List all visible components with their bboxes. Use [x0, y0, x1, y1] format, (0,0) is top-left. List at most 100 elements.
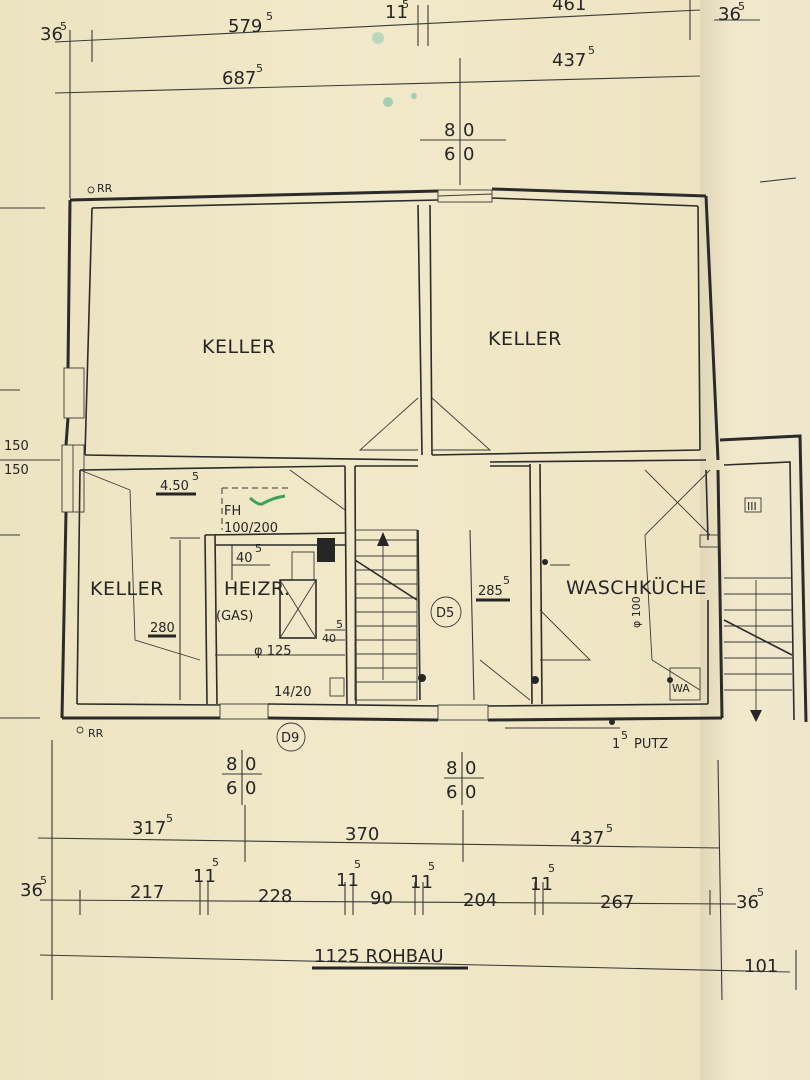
bottom-dim-r2-6: 90: [370, 888, 393, 909]
window-size-marks: [222, 750, 484, 805]
room-keller-2: KELLER: [488, 328, 562, 350]
window-bl-d: 0: [245, 778, 256, 799]
top-dim-7-sup: 5: [588, 44, 595, 57]
bottom-dim-3-sup: 5: [606, 822, 613, 835]
window-top-d: 0: [463, 144, 474, 165]
check-mark: [249, 494, 286, 506]
bottom-dim-r2-2: 217: [130, 882, 164, 903]
putz-label: PUTZ: [634, 737, 668, 752]
top-dim-1: 36: [40, 24, 63, 45]
ink-stain: [383, 97, 393, 107]
dim-450: 4.50: [160, 479, 189, 494]
top-dim-4: 461: [552, 0, 586, 15]
bottom-dim-r2-5: 11: [336, 870, 359, 891]
d5-marker: [430, 596, 462, 628]
room-keller-1: KELLER: [202, 336, 276, 358]
bottom-dimension-lines: [37, 740, 797, 1001]
window-bl-b: 0: [245, 754, 256, 775]
bottom-dim-r2-9-sup: 5: [548, 862, 555, 875]
room-waschkueche: WASCHKÜCHE: [566, 576, 707, 599]
bottom-dim-r2-4: 228: [258, 886, 292, 907]
door-swings: [79, 397, 592, 701]
flue-label: 14/20: [274, 685, 311, 700]
ink-stain: [411, 93, 417, 99]
room-keller-3: KELLER: [90, 578, 164, 600]
room-heizraum-sub: (GAS): [216, 609, 253, 624]
top-dim-5: 36: [718, 4, 741, 25]
top-dim-2-sup: 5: [266, 10, 273, 23]
window-bl-a: 8: [226, 754, 237, 775]
fh-label: FH: [224, 504, 241, 519]
rr-bottom-label: RR: [88, 727, 104, 740]
rr-marker-bottom: [76, 726, 84, 734]
rr-marker-top: [87, 186, 95, 194]
top-dim-6: 687: [222, 68, 256, 89]
bottom-dim-r2-5-sup: 5: [354, 858, 361, 871]
top-dimension-lines: [54, 0, 797, 198]
dim-450-sup: 5: [192, 470, 199, 483]
wa-label: WA: [672, 682, 690, 695]
ink-stain: [372, 32, 384, 44]
top-dim-1-sup: 5: [60, 20, 67, 33]
laundry-details: [505, 469, 721, 729]
height-keller: 280: [150, 621, 175, 636]
window-bm-c: 6: [446, 782, 457, 803]
heating-equipment: [215, 487, 345, 697]
bottom-dim-r2-9: 11: [530, 874, 553, 895]
interior-walls: [79, 204, 707, 705]
putz-sup: 5: [621, 729, 628, 742]
dim-285-sup: 5: [503, 574, 510, 587]
level-150-b: 150: [4, 463, 29, 478]
dim-40: 40: [236, 551, 253, 566]
keller-left-details: [0, 207, 201, 719]
d9-label: D9: [281, 731, 299, 746]
exterior-stairs: [719, 434, 808, 723]
room-heizraum: HEIZR.: [224, 578, 290, 600]
box-mark: III: [747, 500, 757, 513]
window-bm-b: 0: [465, 758, 476, 779]
bottom-dim-r2-3: 11: [193, 866, 216, 887]
bottom-dim-r2-11-sup: 5: [757, 886, 764, 899]
bottom-dim-1: 317: [132, 818, 166, 839]
d5-label: D5: [436, 606, 454, 621]
top-dim-7: 437: [552, 50, 586, 71]
bottom-dim-r2-7-sup: 5: [428, 860, 435, 873]
top-dim-6-sup: 5: [256, 62, 263, 75]
bottom-dim-1-sup: 5: [166, 812, 173, 825]
top-dim-3: 11: [385, 2, 408, 23]
top-dim-5-sup: 5: [738, 0, 745, 13]
bottom-dim-2: 370: [345, 824, 379, 845]
window-top-c: 6: [444, 144, 455, 165]
window-bl-c: 6: [226, 778, 237, 799]
plan-title: 1125 ROHBAU: [314, 946, 444, 967]
window-bm-a: 8: [446, 758, 457, 779]
bottom-dim-3: 437: [570, 828, 604, 849]
stairs: [354, 529, 426, 701]
wash-pipe-label: φ 100: [630, 596, 643, 628]
top-dim-3-sup: 5: [402, 0, 409, 11]
top-dim-2: 579: [228, 16, 262, 37]
bottom-dim-r2-7: 11: [410, 872, 433, 893]
stair-hall-dim-line: [469, 529, 475, 701]
bottom-dim-r2-1: 36: [20, 880, 43, 901]
level-150-a: 150: [4, 439, 29, 454]
window-top-a: 8: [444, 120, 455, 141]
dim-40-sup: 5: [255, 542, 262, 555]
rr-top-label: RR: [97, 182, 113, 195]
pipe-label: φ 125: [254, 644, 292, 659]
side-dim-101: 101: [744, 956, 778, 977]
bottom-dim-r2-8: 204: [463, 890, 497, 911]
bottom-dim-r2-11: 36: [736, 892, 759, 913]
dim-40b: 40: [322, 632, 336, 645]
exterior-walls: [60, 187, 724, 722]
d9-marker: [276, 722, 306, 752]
fh-size: 100/200: [224, 521, 278, 536]
putz-num: 1: [612, 737, 620, 752]
window-bm-d: 0: [465, 782, 476, 803]
bottom-dim-r2-3-sup: 5: [212, 856, 219, 869]
bottom-dim-r2-10: 267: [600, 892, 634, 913]
dim-40b-sup: 5: [336, 618, 343, 631]
dim-285: 285: [478, 584, 503, 599]
